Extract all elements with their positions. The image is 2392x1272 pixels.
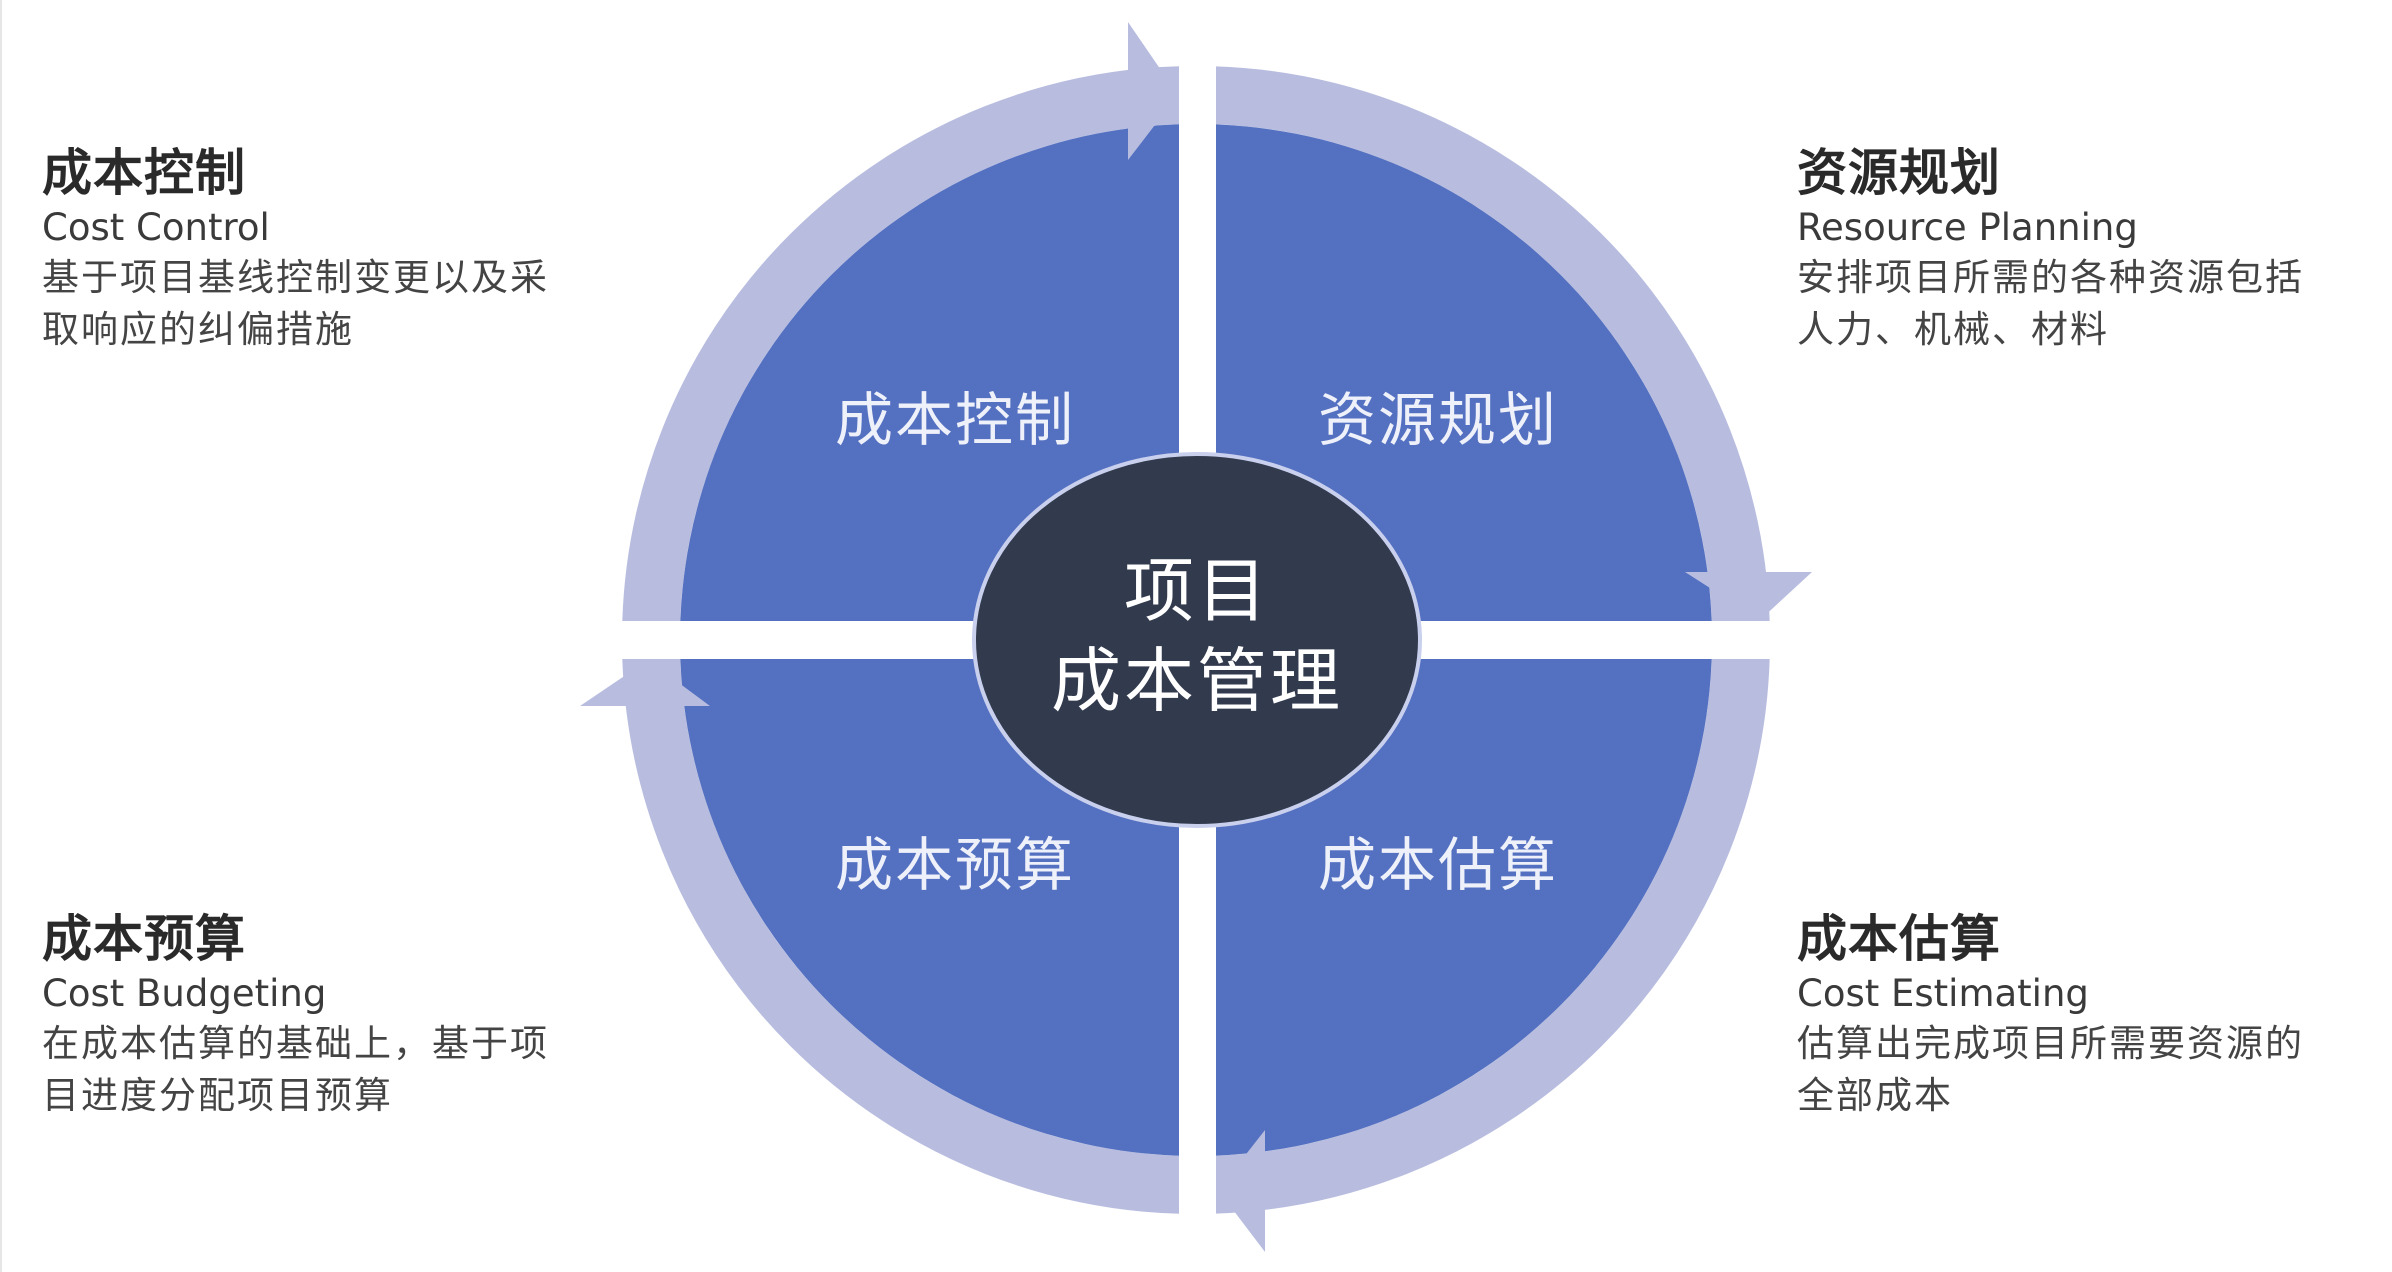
- arrow-head-bottom-icon: [1218, 1130, 1265, 1252]
- quadrant-label-resource-planning: 资源规划: [1318, 386, 1558, 454]
- arrow-head-right-icon: [1685, 572, 1812, 620]
- description-english: Cost Control: [42, 206, 270, 249]
- description-title: 成本控制: [42, 144, 246, 202]
- description-resource-planning: 资源规划 Resource Planning 安排项目所需的各种资源包括 人力、…: [1797, 142, 2304, 356]
- center-hub: [972, 452, 1422, 828]
- description-title: 成本估算: [1797, 910, 2001, 968]
- description-text: 在成本估算的基础上，基于项 目进度分配项目预算: [42, 1022, 549, 1117]
- center-label-line1: 项目: [1124, 550, 1270, 632]
- description-title: 资源规划: [1797, 144, 2001, 202]
- quadrant-label-cost-control: 成本控制: [835, 386, 1075, 454]
- quadrant-label-cost-budgeting: 成本预算: [835, 831, 1075, 899]
- description-text: 安排项目所需的各种资源包括 人力、机械、材料: [1797, 256, 2304, 351]
- description-text: 估算出完成项目所需要资源的 全部成本: [1797, 1022, 2304, 1117]
- arrow-head-top-icon: [1128, 22, 1178, 160]
- quadrant-label-cost-estimating: 成本估算: [1318, 831, 1558, 899]
- description-english: Cost Estimating: [1797, 972, 2089, 1015]
- description-cost-budgeting: 成本预算 Cost Budgeting 在成本估算的基础上，基于项 目进度分配项…: [42, 908, 549, 1122]
- image-left-border: [0, 0, 2, 1272]
- description-english: Resource Planning: [1797, 206, 2138, 249]
- arrow-head-left-icon: [580, 660, 710, 706]
- center-label-line2: 成本管理: [1051, 640, 1343, 722]
- description-text: 基于项目基线控制变更以及采 取响应的纠偏措施: [42, 256, 549, 351]
- description-cost-estimating: 成本估算 Cost Estimating 估算出完成项目所需要资源的 全部成本: [1797, 908, 2304, 1122]
- description-cost-control: 成本控制 Cost Control 基于项目基线控制变更以及采 取响应的纠偏措施: [42, 142, 549, 356]
- description-title: 成本预算: [42, 910, 246, 968]
- description-english: Cost Budgeting: [42, 972, 327, 1015]
